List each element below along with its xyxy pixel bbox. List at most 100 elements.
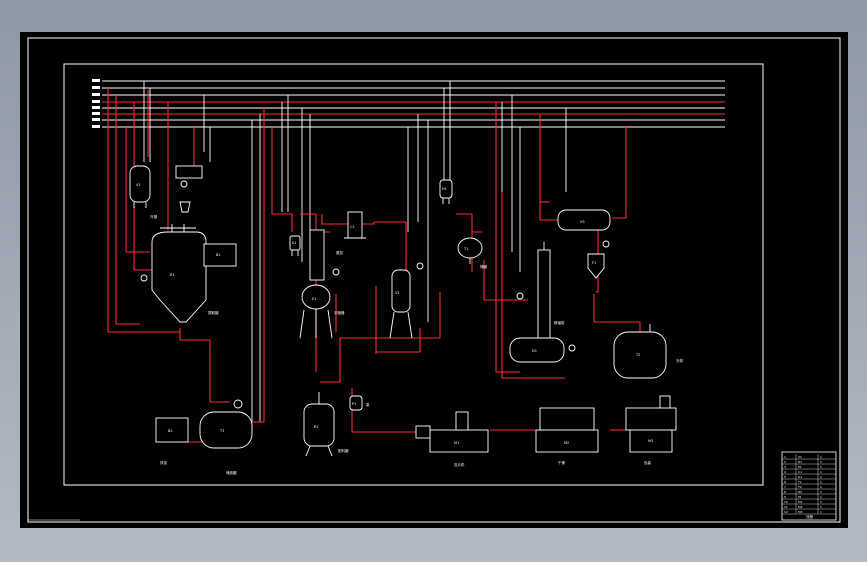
- title-block-cell: R1: [798, 460, 802, 464]
- caption-concentrator: 浓缩器: [334, 310, 345, 315]
- heater-small[interactable]: H1: [439, 179, 453, 204]
- title-block-cell: 6: [784, 480, 786, 484]
- box-bottom-left[interactable]: B2 排渣: [155, 417, 189, 465]
- storage-tank-right[interactable]: T2 冷却: [613, 324, 684, 379]
- caption-liquid-tank: 储液罐: [226, 470, 237, 475]
- title-block-cell: 12: [784, 510, 788, 514]
- caption-column: 精馏塔: [554, 320, 565, 325]
- caption-extractor: 提取罐: [208, 310, 219, 315]
- red-header-lines: [102, 101, 725, 115]
- title-block-cell: 11: [784, 505, 788, 509]
- title-block-cell: T2: [797, 485, 802, 489]
- horizontal-tank-top[interactable]: V3: [557, 209, 611, 248]
- inner-frame: [63, 63, 764, 486]
- caption-storage: 储罐: [480, 264, 488, 269]
- equipment-tag: H1: [442, 187, 447, 191]
- title-block-cell: 1: [820, 500, 822, 504]
- title-block-cell: 1: [784, 455, 786, 459]
- title-block-cell: M2: [798, 505, 803, 509]
- condenser[interactable]: C1: [344, 211, 366, 239]
- filter-small[interactable]: F1: [587, 253, 605, 279]
- buffer-tank[interactable]: T1 储罐: [457, 237, 488, 269]
- equipment-tag: D1: [532, 349, 537, 353]
- caption-press: 压片机: [454, 462, 465, 467]
- caption-dry: 干燥: [558, 460, 566, 465]
- caption-evaporate: 蒸发: [336, 250, 344, 255]
- equipment-tag: B2: [168, 429, 173, 433]
- title-block-cell: C1: [798, 470, 802, 474]
- equipment-tag: R2: [314, 425, 319, 429]
- molding-machine[interactable]: M1 压片机: [415, 411, 489, 467]
- utility-drops: [143, 81, 567, 432]
- equipment-tag: M1: [454, 441, 459, 445]
- title-block-caption: 流程: [806, 514, 814, 519]
- title-block-cell: E1: [798, 465, 802, 469]
- title-block-cell: 9: [784, 495, 786, 499]
- title-block-cell: 1: [820, 485, 822, 489]
- caption-pump: 泵: [366, 402, 370, 407]
- title-block-cell: 2: [784, 460, 786, 464]
- title-block-cell: R2: [798, 490, 802, 494]
- title-block-cell: 1: [820, 510, 822, 514]
- concentrator[interactable]: E1 浓缩器: [299, 229, 345, 339]
- title-block-cell: V1: [798, 455, 802, 459]
- equipment-tag: T3: [219, 429, 224, 433]
- caption-cooling: 冷却: [676, 358, 684, 363]
- title-block-cell: 4: [784, 470, 786, 474]
- header-line-tags: [92, 79, 100, 128]
- title-block-cell: T1: [797, 480, 802, 484]
- equipment-tag: B1: [216, 253, 221, 257]
- caption-slag: 排渣: [160, 460, 167, 465]
- equipment-tag: M3: [648, 439, 653, 443]
- process-flow-drawing: V1 R1 提取罐 B1 S1 E1 浓缩器: [27, 37, 841, 523]
- title-block-cell: 7: [784, 485, 786, 489]
- title-block-cell: 1: [820, 455, 822, 459]
- horizontal-tank-bottom[interactable]: T3 储液罐: [199, 399, 253, 475]
- caption-pack: 包装: [644, 460, 652, 465]
- title-block-cell: 3: [784, 465, 786, 469]
- column-reboiler[interactable]: D1: [509, 337, 576, 363]
- equipment-tag: T1: [463, 247, 468, 251]
- equipment-tag: C1: [350, 225, 355, 229]
- title-block-cell: M1: [798, 500, 803, 504]
- title-block-cell: 1: [820, 475, 822, 479]
- oven[interactable]: M2 干燥: [535, 407, 599, 465]
- equipment-tag: V2: [395, 291, 400, 295]
- title-block-cell: 1: [820, 505, 822, 509]
- packer[interactable]: M3 包装: [625, 395, 677, 465]
- control-box[interactable]: B1: [203, 243, 237, 267]
- receiver-tank-top[interactable]: V1: [129, 165, 151, 208]
- extraction-tank[interactable]: R1 提取罐: [140, 224, 219, 323]
- collector[interactable]: V2: [389, 262, 424, 339]
- title-block-cell: D1: [798, 475, 802, 479]
- title-block-cell: 1: [820, 490, 822, 494]
- title-block-cell: M3: [798, 510, 803, 514]
- title-block-cell: 1: [820, 460, 822, 464]
- equipment-tag: V3: [580, 220, 585, 224]
- cad-viewport[interactable]: V1 R1 提取罐 B1 S1 E1 浓缩器: [20, 32, 848, 528]
- mixing-tank[interactable]: R2 配料罐: [303, 392, 349, 457]
- title-block-cell: 1: [820, 465, 822, 469]
- small-exchanger[interactable]: [175, 165, 203, 213]
- title-block-cell: 10: [784, 500, 788, 504]
- outer-frame: [27, 37, 841, 523]
- title-block-cell: P1: [798, 495, 802, 499]
- equipment-tag: E1: [312, 297, 316, 301]
- distillation-column[interactable]: 精馏塔: [516, 242, 565, 343]
- title-block-cell: 5: [784, 475, 786, 479]
- equipment-tag: S1: [292, 241, 296, 245]
- pump-small[interactable]: P1 泵: [349, 395, 370, 411]
- title-block-cell: 1: [820, 480, 822, 484]
- equipment-tag: M2: [564, 441, 569, 445]
- title-block-cell: 8: [784, 490, 786, 494]
- equipment-tag: T2: [635, 353, 640, 357]
- equipment-tag: F1: [592, 261, 596, 265]
- equipment-tag: V1: [136, 183, 141, 187]
- process-pipes: [107, 88, 641, 443]
- utility-header-lines: [102, 80, 725, 128]
- caption-mixing: 配料罐: [338, 448, 349, 453]
- title-block-cell: 1: [820, 470, 822, 474]
- caption-condense: 冷凝: [150, 214, 157, 219]
- separator-small[interactable]: S1: [289, 235, 301, 256]
